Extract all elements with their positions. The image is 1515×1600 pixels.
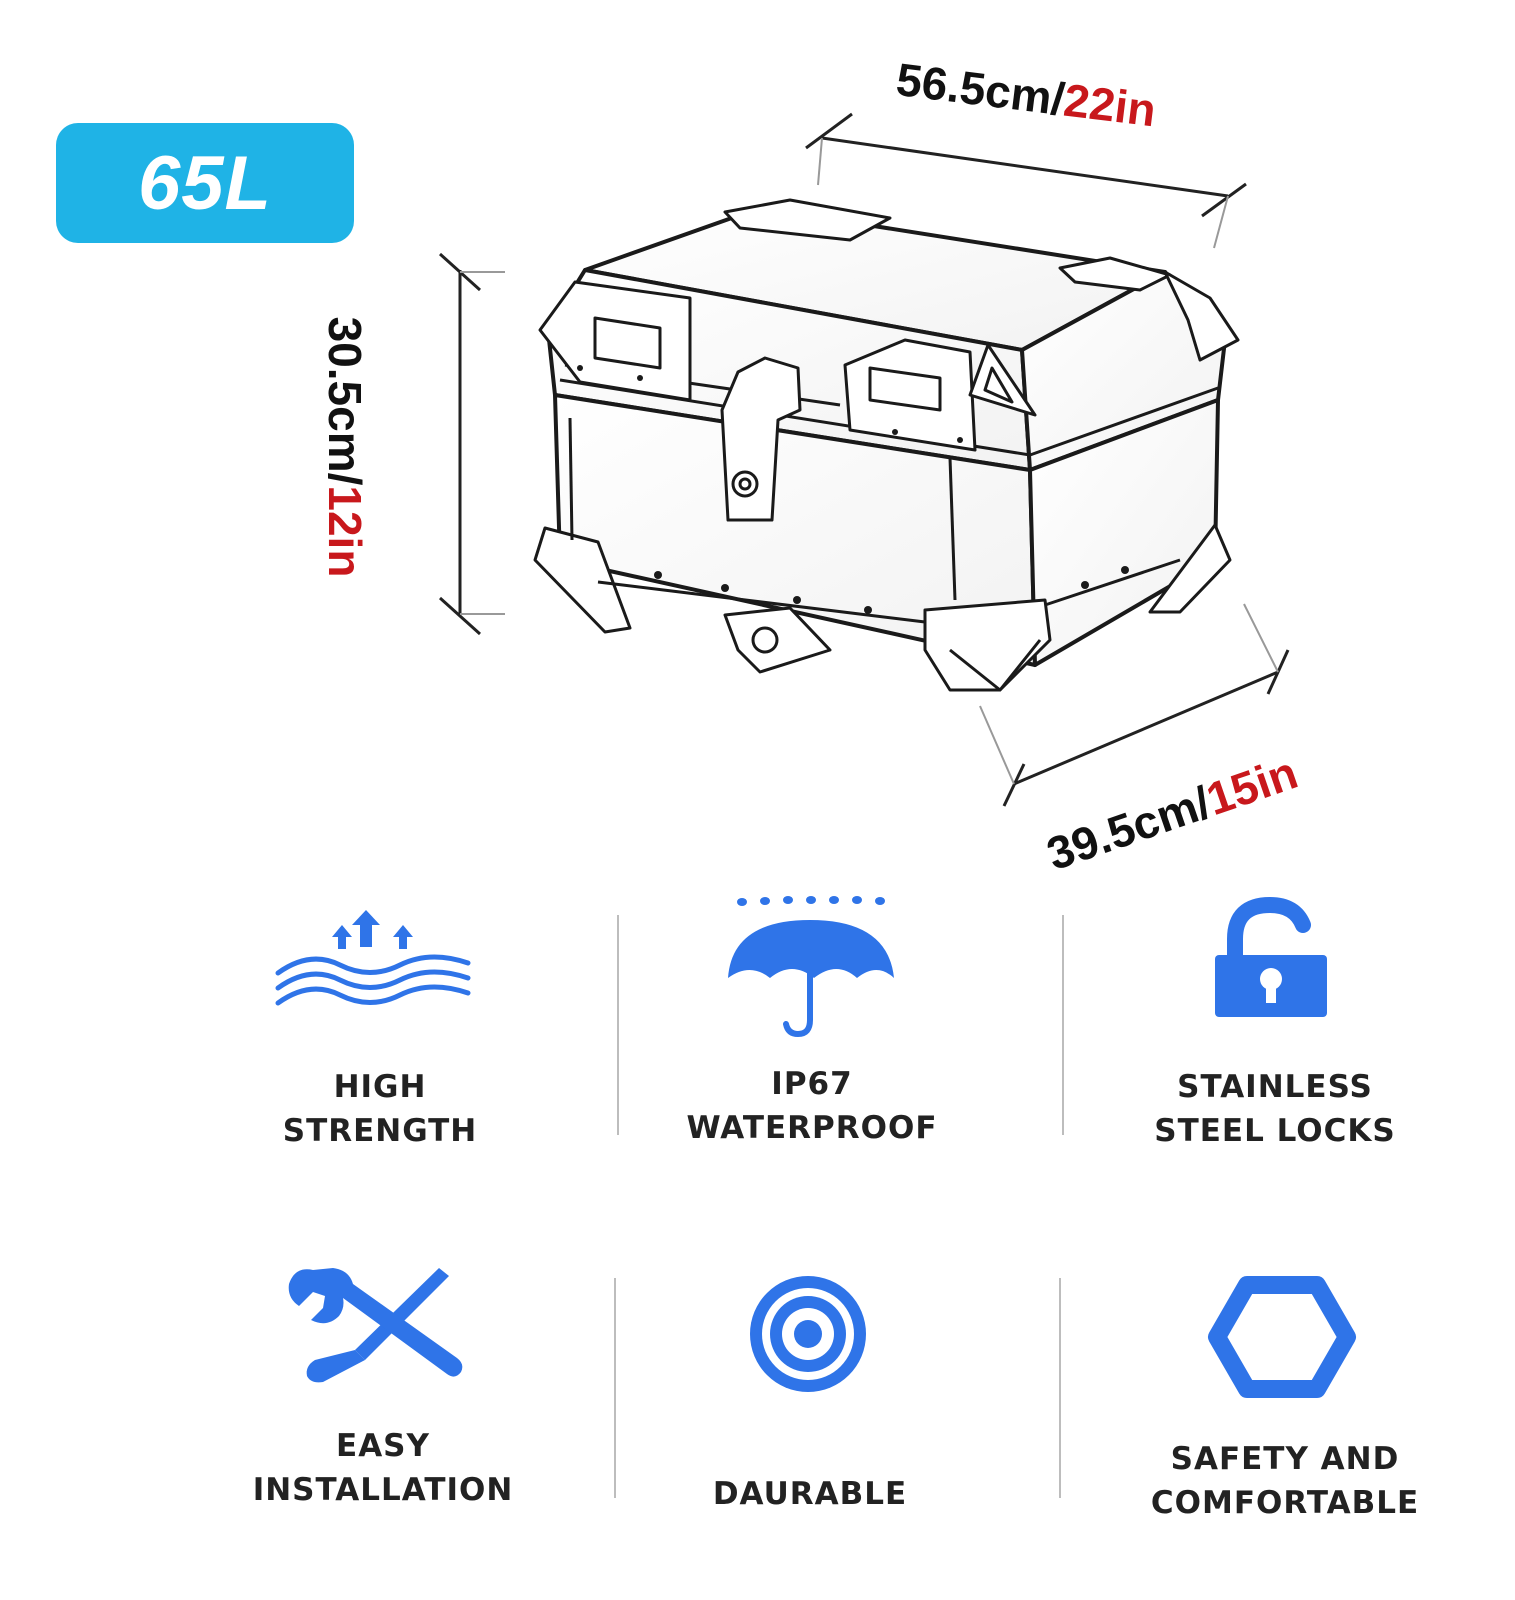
top-box-diagram bbox=[438, 112, 1290, 807]
umbrella-rain-icon bbox=[728, 896, 894, 1038]
feature-line1: DAURABLE bbox=[712, 1476, 908, 1512]
rivet-dots bbox=[577, 365, 1129, 614]
feature-easy-installation: EASY INSTALLATION bbox=[203, 1262, 563, 1512]
separator bbox=[614, 1278, 616, 1498]
feature-line1: SAFETY AND bbox=[1170, 1441, 1400, 1477]
feature-line2: INSTALLATION bbox=[252, 1472, 514, 1508]
waves-arrows-icon bbox=[275, 910, 471, 1006]
feature-line2: COMFORTABLE bbox=[1150, 1485, 1420, 1521]
capacity-badge: 65L bbox=[56, 123, 354, 243]
feature-line2: STRENGTH bbox=[282, 1113, 478, 1149]
feature-steel-locks: STAINLESS STEEL LOCKS bbox=[1095, 895, 1455, 1153]
hexagon-icon bbox=[1208, 1276, 1356, 1398]
feature-line1: HIGH bbox=[333, 1069, 427, 1105]
width-dimension-line bbox=[805, 112, 1247, 249]
depth-dimension-line bbox=[979, 603, 1290, 807]
feature-waterproof: IP67 WATERPROOF bbox=[632, 890, 992, 1150]
feature-line2: STEEL LOCKS bbox=[1154, 1113, 1396, 1149]
feature-line1: IP67 bbox=[771, 1066, 853, 1102]
feature-line1: EASY bbox=[336, 1428, 430, 1464]
target-icon bbox=[750, 1276, 866, 1392]
feature-safety: SAFETY AND COMFORTABLE bbox=[1105, 1275, 1465, 1525]
feature-line2: WATERPROOF bbox=[686, 1110, 938, 1146]
height-dimension-line bbox=[438, 252, 505, 636]
capacity-label: 65L bbox=[138, 140, 272, 226]
unlocked-padlock-icon bbox=[1215, 896, 1327, 1017]
feature-durable: DAURABLE bbox=[630, 1272, 990, 1516]
feature-line1: STAINLESS bbox=[1177, 1069, 1373, 1105]
separator bbox=[1059, 1278, 1061, 1498]
height-dimension-label: 30.5cm/12in bbox=[319, 316, 371, 578]
top-box-details bbox=[533, 198, 1240, 692]
separator bbox=[1062, 915, 1064, 1135]
separator bbox=[617, 915, 619, 1135]
feature-high-strength: HIGH STRENGTH bbox=[200, 905, 560, 1153]
wrench-screwdriver-icon bbox=[288, 1268, 463, 1383]
